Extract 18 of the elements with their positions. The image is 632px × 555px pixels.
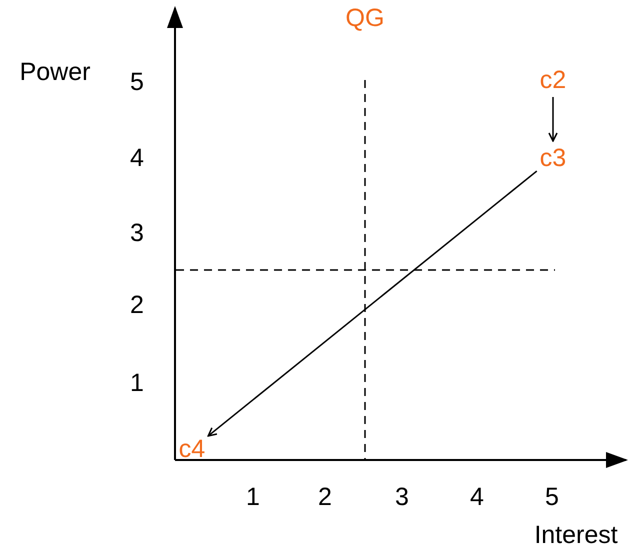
tick-label: 1 bbox=[246, 483, 260, 511]
tick-label: 3 bbox=[395, 483, 409, 511]
axis-title: Interest bbox=[534, 521, 618, 549]
tick-label: 1 bbox=[130, 369, 144, 397]
arrow bbox=[207, 170, 538, 437]
axis-title: Power bbox=[20, 58, 90, 86]
tick-label: 5 bbox=[545, 483, 559, 511]
tick-label: 4 bbox=[470, 483, 484, 511]
point-label: c3 bbox=[540, 144, 566, 172]
tick-label: 3 bbox=[130, 219, 144, 247]
tick-label: 2 bbox=[318, 483, 332, 511]
tick-label: 5 bbox=[130, 68, 144, 96]
point-label: c2 bbox=[540, 66, 566, 94]
point-label: c4 bbox=[178, 435, 206, 463]
tick-label: 4 bbox=[130, 144, 144, 172]
tick-label: 2 bbox=[130, 291, 144, 319]
quadrant-label: QG bbox=[346, 4, 384, 32]
arrow bbox=[548, 97, 558, 142]
